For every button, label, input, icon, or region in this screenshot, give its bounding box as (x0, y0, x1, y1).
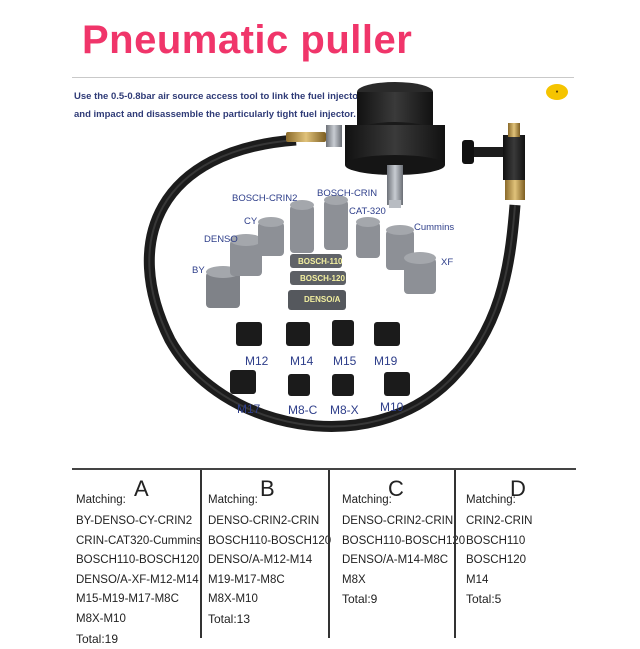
kit-items: BY-DENSO-CY-CRIN2 CRIN-CAT320-Cummins BO… (76, 512, 202, 649)
kit-item: M14 (466, 573, 489, 586)
label-m8c: M8-C (288, 403, 318, 417)
kit-items: DENSO-CRIN2-CRIN BOSCH110-BOSCH120 DENSO… (342, 512, 465, 610)
label-bosch120: BOSCH-120 (300, 274, 345, 283)
product-description: Use the 0.5-0.8bar air source access too… (74, 88, 374, 124)
kit-item: BOSCH110-BOSCH120 (342, 534, 466, 547)
kit-item: DENSO/A-M12-M14 (208, 554, 313, 567)
matching-label: Matching: (76, 494, 126, 506)
kit-total: Total:19 (76, 631, 119, 646)
label-denso: DENSO (204, 234, 238, 245)
kit-column-c: C Matching: DENSO-CRIN2-CRIN BOSCH110-BO… (328, 470, 465, 638)
kit-item: BOSCH120 (466, 554, 527, 567)
kit-total: Total:13 (208, 611, 251, 626)
brand-logo: ● (546, 84, 568, 100)
kit-item: M8X-M10 (208, 593, 258, 606)
label-cummins: Cummins (414, 222, 455, 233)
page-title: Pneumatic puller (82, 18, 413, 62)
label-m12: M12 (245, 354, 269, 368)
matching-label: Matching: (466, 494, 516, 506)
label-cy: CY (244, 216, 258, 227)
label-bosch-crin: BOSCH-CRIN (317, 188, 378, 199)
label-bosch110: BOSCH-110 (298, 257, 343, 266)
kit-item: BY-DENSO-CY-CRIN2 (76, 515, 193, 527)
kit-letter: C (388, 476, 404, 501)
kit-column-b: B Matching: DENSO-CRIN2-CRIN BOSCH110-BO… (200, 470, 331, 638)
label-xf: XF (441, 257, 454, 268)
kit-item: BOSCH110-BOSCH120 (208, 534, 332, 547)
label-denso-a: DENSO/A (304, 295, 341, 304)
adapter-set (206, 195, 436, 310)
label-cat320: CAT-320 (349, 206, 386, 217)
kit-item: M8X-M10 (76, 612, 126, 625)
label-m19: M19 (374, 354, 398, 368)
kit-item: DENSO/A-M14-M8C (342, 554, 449, 567)
label-m17: M17 (237, 402, 261, 416)
label-by: BY (192, 265, 205, 276)
label-m8x: M8-X (330, 403, 359, 417)
kit-item: BOSCH110-BOSCH120 (76, 554, 200, 567)
thread-adapter-set (230, 320, 410, 396)
kit-item: DENSO/A-XF-M12-M14 (76, 573, 199, 586)
kit-item: M19-M17-M8C (208, 573, 285, 586)
kit-item: DENSO-CRIN2-CRIN (208, 515, 320, 527)
description-line-1: Use the 0.5-0.8bar air source access too… (74, 91, 362, 102)
kit-letter: B (260, 476, 275, 501)
kit-column-d: D Matching: CRIN2-CRIN BOSCH110 BOSCH120… (454, 470, 578, 638)
kit-item: M15-M19-M17-M8C (76, 593, 179, 606)
kit-item: DENSO-CRIN2-CRIN (342, 515, 454, 527)
kit-items: CRIN2-CRIN BOSCH110 BOSCH120 M14 Total:5 (466, 512, 532, 610)
kit-total: Total:9 (342, 592, 378, 607)
matching-label: Matching: (342, 494, 392, 506)
air-valve (462, 123, 525, 200)
kit-letter: D (510, 476, 526, 501)
kit-item: M8X (342, 573, 366, 586)
description-line-2: and impact and disassemble the particula… (74, 109, 356, 120)
product-illustration (143, 82, 525, 432)
kit-total: Total:5 (466, 592, 502, 607)
kit-item: CRIN2-CRIN (466, 515, 533, 527)
label-bosch-crin2: BOSCH-CRIN2 (232, 193, 298, 204)
label-m10: M10 (380, 400, 404, 414)
kit-column-a: A Matching: BY-DENSO-CY-CRIN2 CRIN-CAT32… (72, 470, 202, 646)
kit-item: BOSCH110 (466, 534, 526, 547)
kit-letter: A (134, 476, 149, 501)
kit-options-table: A Matching: BY-DENSO-CY-CRIN2 CRIN-CAT32… (72, 468, 578, 646)
label-m14: M14 (290, 354, 314, 368)
kit-item: CRIN-CAT320-Cummins (76, 534, 202, 547)
puller-head (286, 82, 445, 208)
label-m15: M15 (333, 354, 357, 368)
matching-label: Matching: (208, 494, 258, 506)
title-divider (72, 77, 574, 78)
kit-items: DENSO-CRIN2-CRIN BOSCH110-BOSCH120 DENSO… (208, 512, 331, 630)
